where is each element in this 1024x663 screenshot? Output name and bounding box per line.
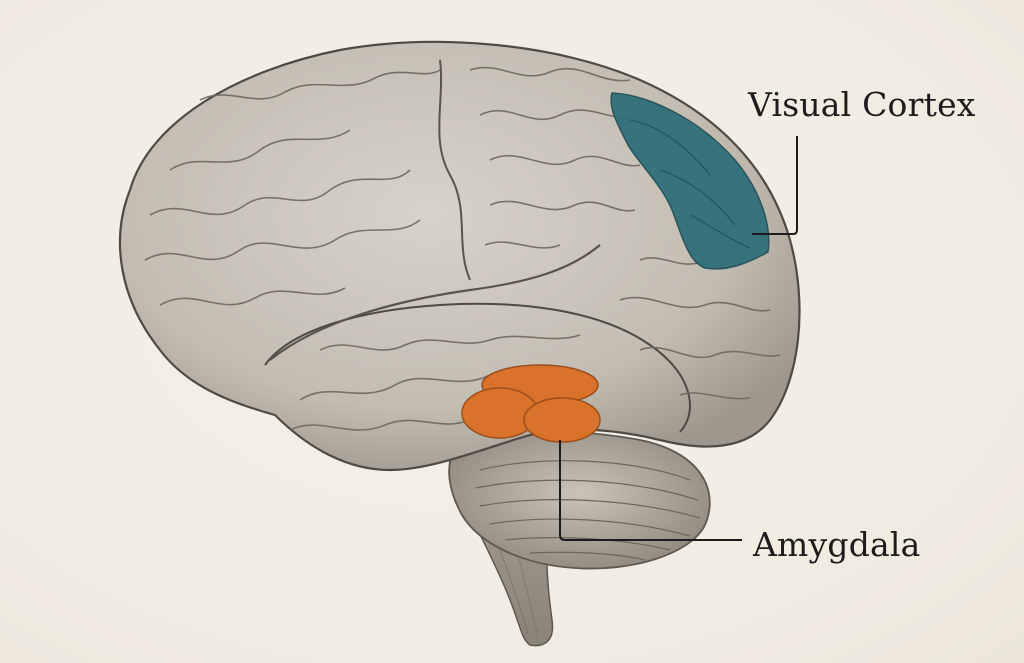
amygdala-label: Amygdala	[753, 525, 921, 564]
amygdala-region	[461, 364, 601, 443]
visual-cortex-region	[610, 92, 770, 270]
visual-cortex-label: Visual Cortex	[748, 85, 976, 124]
amygdala-leader-line	[559, 440, 742, 541]
visual-cortex-leader-line	[752, 136, 798, 235]
